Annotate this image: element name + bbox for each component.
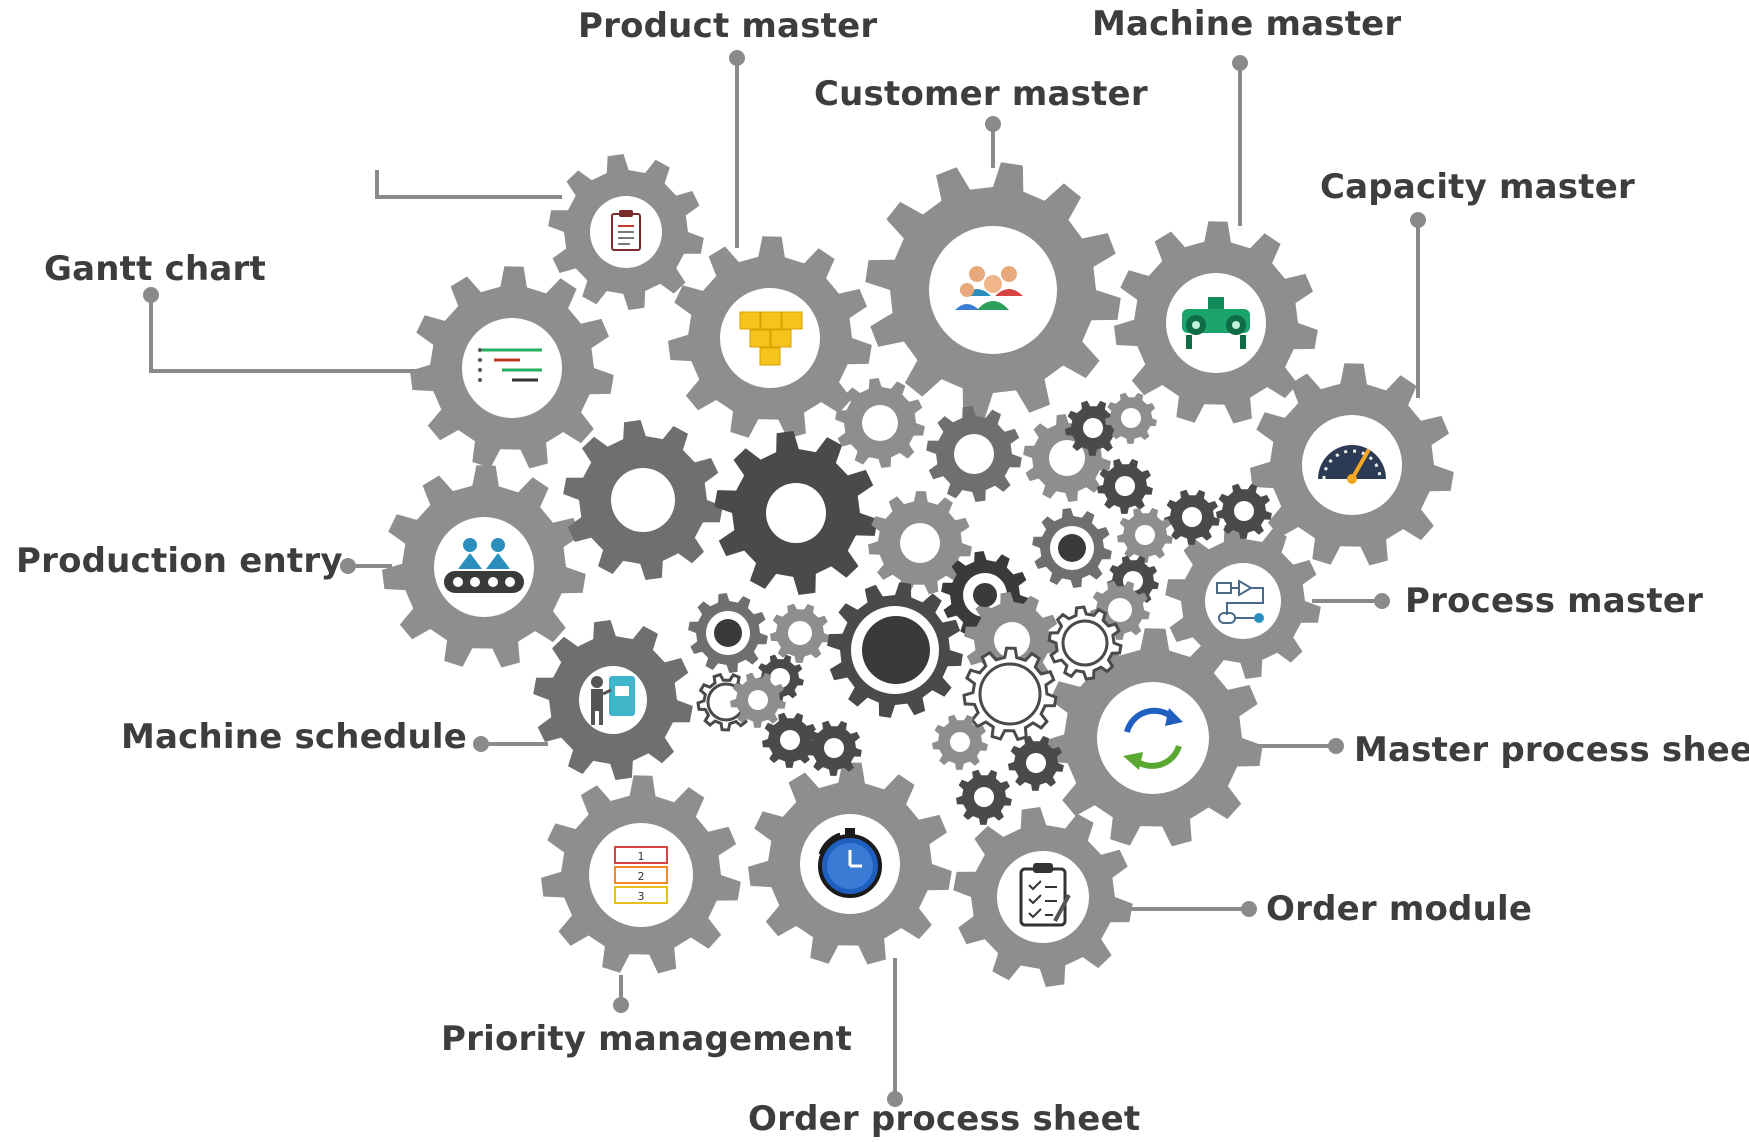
gauge-icon bbox=[1318, 445, 1386, 484]
label-machine-schedule: Machine schedule bbox=[121, 717, 468, 757]
stopwatch-icon bbox=[818, 828, 882, 898]
priority-box-3 bbox=[614, 886, 668, 904]
connector-process-master bbox=[1312, 593, 1390, 609]
gear-deco-30-icon bbox=[956, 769, 1012, 825]
clipboard-document-icon bbox=[611, 210, 641, 251]
label-gantt-chart: Gantt chart bbox=[44, 249, 266, 289]
machine-icon bbox=[1182, 297, 1250, 349]
connector-machine-schedule bbox=[473, 736, 548, 752]
label-process-master: Process master bbox=[1405, 581, 1704, 621]
connector-dot-icon bbox=[143, 287, 159, 303]
gear-gantt-chart-icon bbox=[410, 266, 614, 469]
connector-dot-icon bbox=[985, 116, 1001, 132]
checklist-clipboard-icon bbox=[1019, 863, 1071, 927]
connector-customer-master bbox=[985, 116, 1001, 168]
gear-production-entry-icon bbox=[382, 465, 586, 668]
label-order-module: Order module bbox=[1266, 889, 1533, 929]
gear-master-process-sheet-icon bbox=[1043, 628, 1263, 847]
gear-deco-25-icon bbox=[730, 672, 786, 728]
connector-dot-icon bbox=[729, 50, 745, 66]
priority-box-2 bbox=[614, 866, 668, 884]
label-customer-master: Customer master bbox=[814, 74, 1148, 114]
gear-deco-22-icon bbox=[962, 646, 1058, 742]
operator-machine-icon bbox=[591, 676, 635, 725]
gear-hub-icon bbox=[1058, 534, 1086, 562]
label-order-process-sheet: Order process sheet bbox=[748, 1099, 1141, 1139]
label-production-entry: Production entry bbox=[16, 541, 343, 581]
connector-order-module bbox=[1125, 901, 1257, 917]
priority-number-1: 1 bbox=[638, 850, 645, 863]
label-master-process-sheet: Master process sheet bbox=[1354, 730, 1749, 770]
flow-diagram-icon bbox=[1216, 579, 1264, 624]
connector-priority-management bbox=[613, 975, 629, 1013]
numbered-list-icon: 1 2 3 bbox=[614, 846, 668, 904]
gear-deco-14-icon bbox=[868, 491, 972, 595]
gear-deco-10-icon bbox=[1216, 483, 1272, 539]
gear-deco-27-icon bbox=[806, 720, 862, 776]
gear-process-master-icon bbox=[1165, 523, 1321, 679]
connector-dot-icon bbox=[1374, 593, 1390, 609]
gear-deco-20-icon bbox=[770, 603, 830, 663]
gantt-bars-icon bbox=[478, 348, 542, 382]
gear-icons: 1 2 3 bbox=[444, 210, 1386, 927]
gear-hub-icon bbox=[714, 619, 742, 647]
priority-box-1 bbox=[614, 846, 668, 864]
connector-order-process-sheet bbox=[887, 958, 903, 1107]
connector-production-entry bbox=[340, 558, 392, 574]
refresh-cycle-icon bbox=[1123, 707, 1183, 770]
connector-machine-master bbox=[1232, 55, 1248, 226]
gear-cluster bbox=[382, 154, 1454, 987]
gear-deco-1-icon bbox=[563, 420, 723, 580]
connector-document bbox=[375, 170, 562, 199]
gear-deco-6-icon bbox=[1065, 400, 1121, 456]
label-priority-management: Priority management bbox=[441, 1019, 853, 1059]
people-group-icon bbox=[955, 266, 1023, 310]
connector-product-master bbox=[729, 50, 745, 248]
priority-number-2: 2 bbox=[638, 870, 645, 883]
gear-deco-9-icon bbox=[1164, 489, 1220, 545]
gear-deco-4-icon bbox=[926, 406, 1022, 502]
connector-dot-icon bbox=[1232, 55, 1248, 71]
connector-capacity-master bbox=[1410, 212, 1426, 398]
gear-hub-icon bbox=[973, 583, 997, 607]
gear-deco-8-icon bbox=[1097, 458, 1153, 514]
boxes-icon bbox=[739, 311, 803, 366]
gear-deco-26-icon bbox=[762, 712, 818, 768]
gear-hub-icon bbox=[862, 616, 930, 684]
conveyor-workers-icon bbox=[444, 538, 524, 593]
gear-deco-11-icon bbox=[1117, 507, 1173, 563]
label-capacity-master: Capacity master bbox=[1320, 167, 1635, 207]
gear-deco-2-icon bbox=[714, 431, 878, 595]
gear-deco-29-icon bbox=[1008, 735, 1064, 791]
connector-dot-icon bbox=[1328, 738, 1344, 754]
connector-dot-icon bbox=[340, 558, 356, 574]
connector-lines bbox=[143, 50, 1426, 1107]
label-machine-master: Machine master bbox=[1092, 4, 1402, 44]
connector-dot-icon bbox=[473, 736, 489, 752]
connector-dot-icon bbox=[887, 1091, 903, 1107]
gear-deco-7-icon bbox=[1105, 392, 1157, 444]
label-product-master: Product master bbox=[578, 6, 878, 46]
gear-deco-28-icon bbox=[932, 714, 988, 770]
gear-deco-3-icon bbox=[835, 378, 925, 468]
priority-number-3: 3 bbox=[638, 890, 645, 903]
connector-gantt-chart bbox=[143, 287, 426, 373]
connector-master-process-sheet bbox=[1252, 738, 1344, 754]
connector-dot-icon bbox=[613, 997, 629, 1013]
connector-dot-icon bbox=[1410, 212, 1426, 228]
gear-deco-18-icon bbox=[1047, 605, 1123, 681]
connector-dot-icon bbox=[1241, 901, 1257, 917]
